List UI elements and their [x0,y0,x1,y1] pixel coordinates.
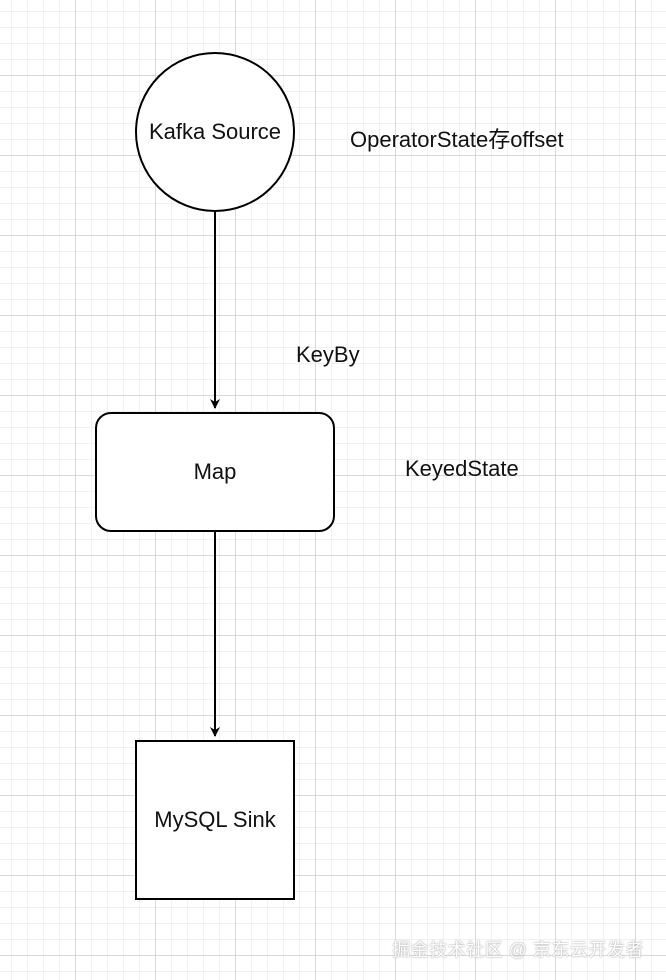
mysql-sink-node[interactable]: MySQL Sink [135,740,295,900]
mysql-sink-label: MySQL Sink [154,807,276,832]
kafka-source-node[interactable]: Kafka Source [135,52,295,212]
watermark-text: 掘金技术社区 @ 京东云开发者 [392,940,644,960]
map-label: Map [193,459,237,484]
keyed-state-annotation: KeyedState [405,456,519,481]
map-node[interactable]: Map [95,412,335,532]
keyby-annotation: KeyBy [296,342,360,367]
operator-state-annotation: OperatorState存offset [350,127,564,152]
kafka-source-label: Kafka Source [148,119,282,144]
